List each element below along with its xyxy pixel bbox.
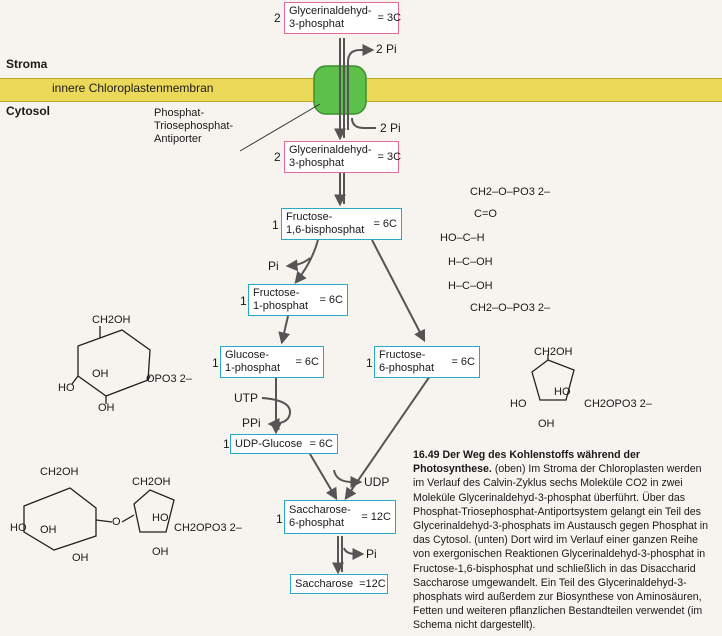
box-g1p-name: Glucose- 1-phosphat bbox=[225, 349, 281, 374]
box-f1p: Fructose- 1-phosphat = 6C bbox=[248, 284, 348, 316]
sucrose-mid2: HO bbox=[152, 512, 169, 524]
fbp-chain-line2: C=O bbox=[474, 208, 497, 220]
box-gap-cytosol: Glycerinaldehyd- 3-phosphat = 3C bbox=[284, 141, 402, 173]
sucrose-o: O bbox=[112, 516, 121, 528]
box-gap-stroma-eq: = 3C bbox=[377, 11, 402, 24]
box-s6p-eq: = 12C bbox=[361, 510, 391, 523]
sucrose-right: CH2OPO3 2– bbox=[174, 522, 242, 534]
figure-caption: 16.49 Der Weg des Kohlenstoffs während d… bbox=[413, 448, 713, 633]
antiporter-label-line1: Phosphat- bbox=[154, 107, 205, 119]
glucose-mid: OH bbox=[92, 368, 109, 380]
fbp-chain-line3: HO–C–H bbox=[440, 232, 485, 244]
label-ppi: PPi bbox=[242, 416, 261, 430]
box-fbp-name: Fructose- 1,6-bisphosphat bbox=[286, 211, 365, 236]
fructose-left: HO bbox=[510, 398, 527, 410]
coef-gap-stroma: 2 bbox=[274, 11, 281, 25]
glucose-ring bbox=[71, 326, 151, 404]
cytosol-label: Cytosol bbox=[6, 104, 51, 118]
label-pi-fbp: Pi bbox=[268, 259, 279, 273]
caption-title: 16.49 Der Weg des Kohlenstoffs während d… bbox=[413, 449, 641, 476]
box-f6p-name: Fructose- 6-phosphat bbox=[379, 349, 435, 374]
box-f1p-eq: = 6C bbox=[319, 293, 343, 306]
label-pi-in: 2 Pi bbox=[380, 121, 401, 135]
label-pi-sac: Pi bbox=[366, 547, 377, 561]
glucose-left: HO bbox=[58, 382, 75, 394]
sucrose-bottom2: OH bbox=[152, 546, 169, 558]
antiporter-pointer-line bbox=[239, 103, 321, 152]
box-s6p-name: Saccharose- 6-phosphat bbox=[289, 504, 351, 529]
label-utp: UTP bbox=[234, 391, 258, 405]
fructose-bottom: OH bbox=[538, 418, 555, 430]
antiporter-label-line3: Antiporter bbox=[154, 133, 202, 145]
box-saccharose-eq: =12C bbox=[359, 577, 386, 590]
coef-gap-cytosol: 2 bbox=[274, 150, 281, 164]
box-udpg-name: UDP-Glucose bbox=[235, 437, 303, 450]
fructose-top: CH2OH bbox=[534, 346, 573, 358]
coef-g1p: 1 bbox=[212, 356, 219, 370]
antiporter-label-line2: Triosephosphat- bbox=[154, 120, 234, 132]
box-gap-cytosol-eq: = 3C bbox=[377, 150, 402, 163]
box-gap-stroma: Glycerinaldehyd- 3-phosphat = 3C bbox=[284, 2, 402, 34]
coef-f6p: 1 bbox=[366, 356, 373, 370]
box-gap-stroma-name: Glycerinaldehyd- 3-phosphat bbox=[289, 5, 372, 30]
box-saccharose-name: Saccharose bbox=[295, 577, 354, 590]
glucose-right: OPO3 2– bbox=[146, 373, 192, 385]
box-udpg-eq: = 6C bbox=[309, 437, 333, 450]
coef-udpg: 1 bbox=[223, 437, 230, 451]
sucrose-bottom1: OH bbox=[72, 552, 89, 564]
stroma-label: Stroma bbox=[6, 57, 48, 71]
box-gap-cytosol-name: Glycerinaldehyd- 3-phosphat bbox=[289, 144, 372, 169]
box-saccharose: Saccharose =12C bbox=[290, 574, 388, 594]
fructose-ring bbox=[531, 354, 575, 401]
fructose-mid: HO bbox=[554, 386, 571, 398]
label-udp: UDP bbox=[364, 475, 390, 489]
box-f6p: Fructose- 6-phosphat = 6C bbox=[374, 346, 480, 378]
fbp-chain-line4: H–C–OH bbox=[448, 256, 493, 268]
sucrose-mid1: OH bbox=[40, 524, 57, 536]
membrane-label: innere Chloroplastenmembran bbox=[52, 81, 214, 95]
box-udpg: UDP-Glucose = 6C bbox=[230, 434, 338, 454]
fructose-right: CH2OPO3 2– bbox=[584, 398, 652, 410]
label-pi-out: 2 Pi bbox=[376, 42, 397, 56]
box-g1p-eq: = 6C bbox=[295, 355, 319, 368]
box-f6p-eq: = 6C bbox=[451, 355, 475, 368]
box-fbp-eq: = 6C bbox=[373, 217, 397, 230]
sucrose-top1: CH2OH bbox=[40, 466, 79, 478]
sucrose-left: HO bbox=[10, 522, 27, 534]
coef-f1p: 1 bbox=[240, 294, 247, 308]
sucrose-rings bbox=[23, 487, 175, 551]
box-fbp: Fructose- 1,6-bisphosphat = 6C bbox=[281, 208, 402, 240]
caption-text: (oben) Im Stroma der Chloroplasten werde… bbox=[413, 463, 709, 632]
coef-fbp: 1 bbox=[272, 218, 279, 232]
coef-s6p: 1 bbox=[276, 512, 283, 526]
glucose-bottom: OH bbox=[98, 402, 115, 414]
fbp-chain-line6: CH2–O–PO3 2– bbox=[470, 302, 551, 314]
glucose-top: CH2OH bbox=[92, 314, 131, 326]
fbp-chain-line5: H–C–OH bbox=[448, 280, 493, 292]
sucrose-top2: CH2OH bbox=[132, 476, 171, 488]
box-g1p: Glucose- 1-phosphat = 6C bbox=[220, 346, 324, 378]
box-s6p: Saccharose- 6-phosphat = 12C bbox=[284, 500, 396, 534]
box-f1p-name: Fructose- 1-phosphat bbox=[253, 287, 309, 312]
fbp-chain-line1: CH2–O–PO3 2– bbox=[470, 186, 551, 198]
antiporter-label: Phosphat- Triosephosphat- Antiporter bbox=[154, 107, 233, 146]
